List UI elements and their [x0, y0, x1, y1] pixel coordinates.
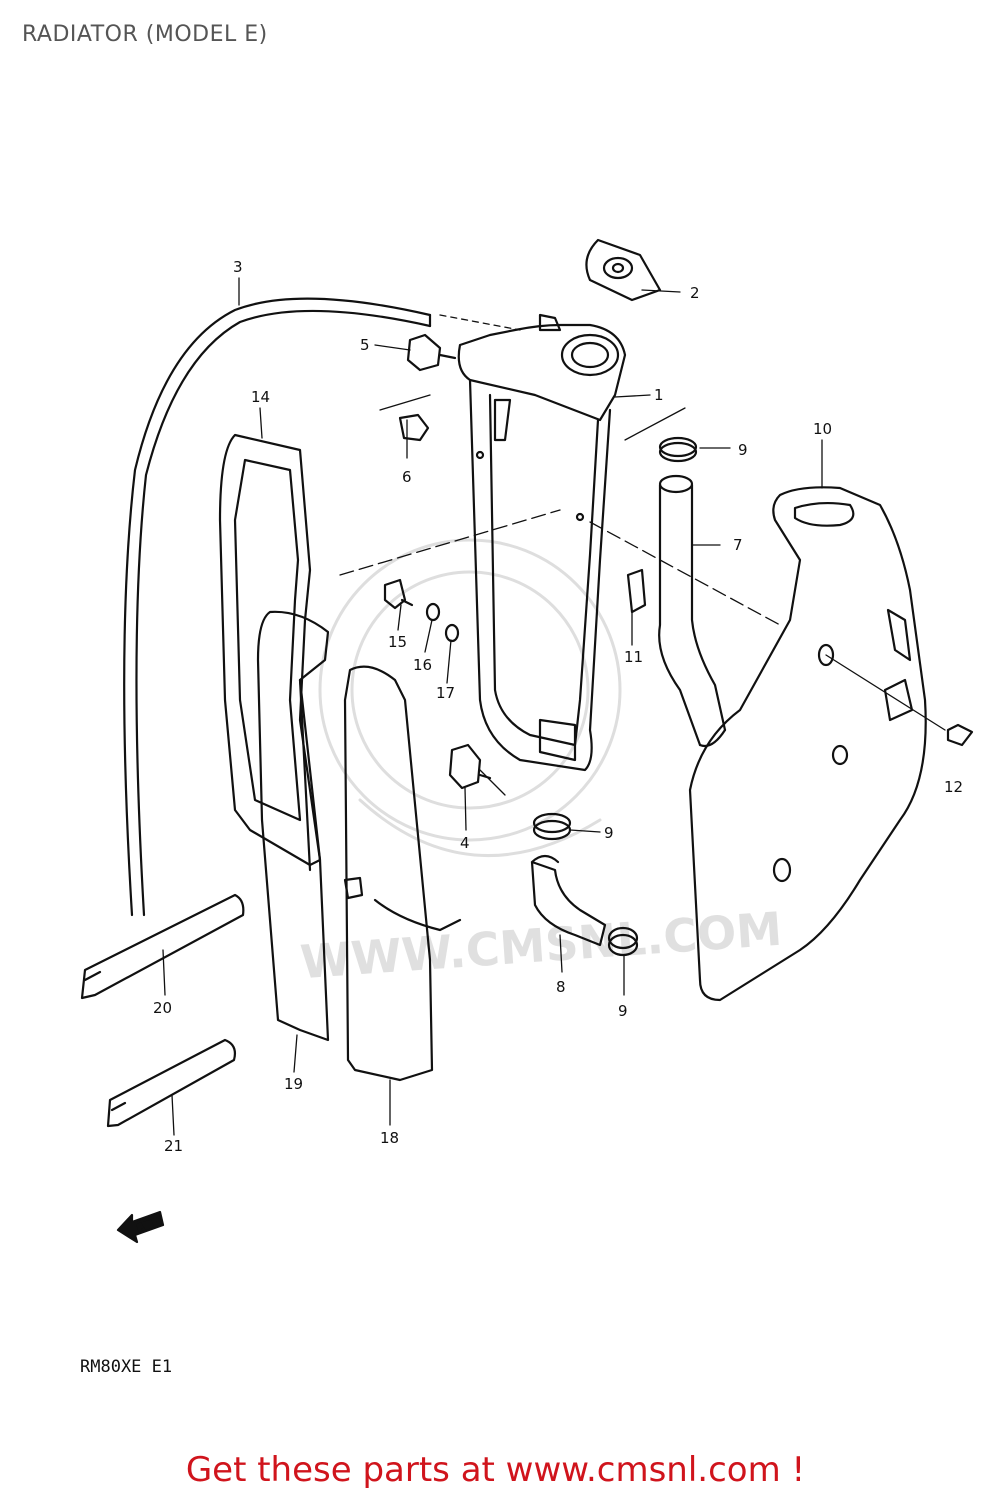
part-8-hose: [530, 854, 607, 947]
callout-part-8: 8: [556, 978, 566, 996]
parts-diagram: WWW.CMSNL.COM: [80, 238, 974, 1377]
part-6-grommet: [398, 413, 430, 442]
part-7-hose: [658, 474, 727, 748]
callout-part-12: 12: [944, 778, 963, 796]
watermark-logo: [318, 538, 622, 857]
callout-part-11: 11: [624, 648, 643, 666]
callout-part-9-upper: 9: [738, 441, 748, 459]
callout-part-21: 21: [164, 1137, 183, 1155]
callout-part-5: 5: [360, 336, 370, 354]
callout-part-20: 20: [153, 999, 172, 1017]
callout-part-14: 14: [251, 388, 270, 406]
part-12-bolt: [946, 723, 974, 747]
part-9-clamp-lower: [607, 926, 639, 957]
callout-part-6: 6: [402, 468, 412, 486]
callout-part-1: 1: [654, 386, 664, 404]
callout-part-19: 19: [284, 1075, 303, 1093]
callout-part-18: 18: [380, 1129, 399, 1147]
callout-part-2: 2: [690, 284, 700, 302]
fwd-arrow-icon: FWD: [116, 1210, 165, 1244]
part-19-side-guard: [256, 610, 330, 1042]
part-18-side-plate: [343, 665, 462, 1082]
callout-part-3: 3: [233, 258, 243, 276]
callout-part-7: 7: [733, 536, 743, 554]
part-15-bolt: [383, 578, 414, 610]
part-16-washer: [425, 602, 441, 622]
part-10-radiator-shroud: [688, 486, 927, 1002]
callout-part-9-lower: 9: [618, 1002, 628, 1020]
callout-part-9-mid: 9: [604, 824, 614, 842]
part-17-washer: [444, 623, 460, 643]
callout-part-4: 4: [460, 834, 470, 852]
callouts: 1 2 3 4 5 6 7 8 9 9 9 10 11 12 14 15 16 …: [80, 258, 963, 1377]
callout-part-15: 15: [388, 633, 407, 651]
page-title: RADIATOR (MODEL E): [22, 22, 268, 47]
part-11-bracket: [626, 568, 647, 614]
leader-lines: [162, 277, 946, 1136]
part-5-mount-rubber: [406, 333, 457, 372]
part-4-mount-rubber: [448, 743, 492, 790]
callout-part-16: 16: [413, 656, 432, 674]
model-code: RM80XE E1: [80, 1357, 172, 1377]
part-9-clamp-mid: [532, 812, 572, 841]
part-21-strap: [106, 1038, 237, 1128]
part-9-clamp-upper: [658, 436, 698, 463]
part-14-radiator-guard: [218, 433, 322, 867]
callout-part-17: 17: [436, 684, 455, 702]
part-3-overflow-hose: [123, 297, 432, 917]
get-parts-link[interactable]: Get these parts at www.cmsnl.com !: [185, 1450, 806, 1490]
part-20-strap: [80, 893, 245, 1000]
part-1-radiator: [457, 313, 627, 772]
callout-part-10: 10: [813, 420, 832, 438]
part-2-radiator-cap: [585, 238, 662, 302]
